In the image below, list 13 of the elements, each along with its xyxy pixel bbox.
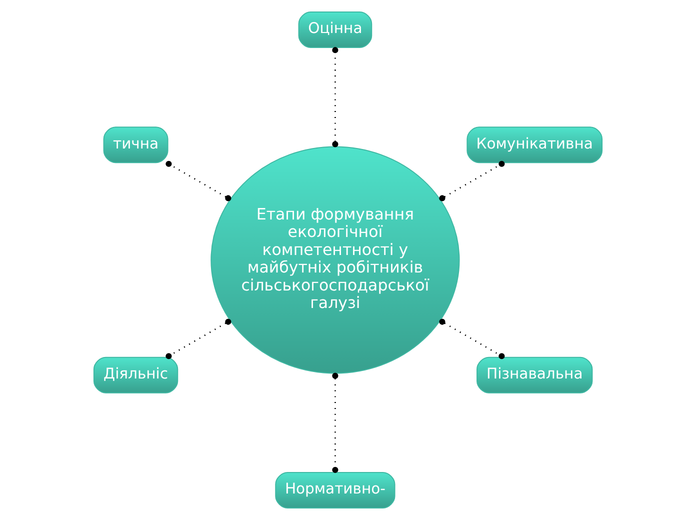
node-box: Пізнавальна xyxy=(476,356,593,394)
node-box: Нормативно- xyxy=(275,472,396,508)
connector xyxy=(332,372,338,473)
node-box: Оцінна xyxy=(298,12,372,48)
connector xyxy=(166,160,232,202)
node-box: тична xyxy=(103,126,168,164)
node-circle: Етапи формування екологічної компетентності у майбутніх робітників сільськогосподарської галузі xyxy=(210,146,460,374)
connector xyxy=(439,318,505,360)
connector xyxy=(332,47,338,148)
node-box: Діяльніс xyxy=(93,356,178,394)
node-box: Комунікативна xyxy=(466,126,603,164)
connector xyxy=(439,160,505,202)
connector xyxy=(166,318,232,360)
